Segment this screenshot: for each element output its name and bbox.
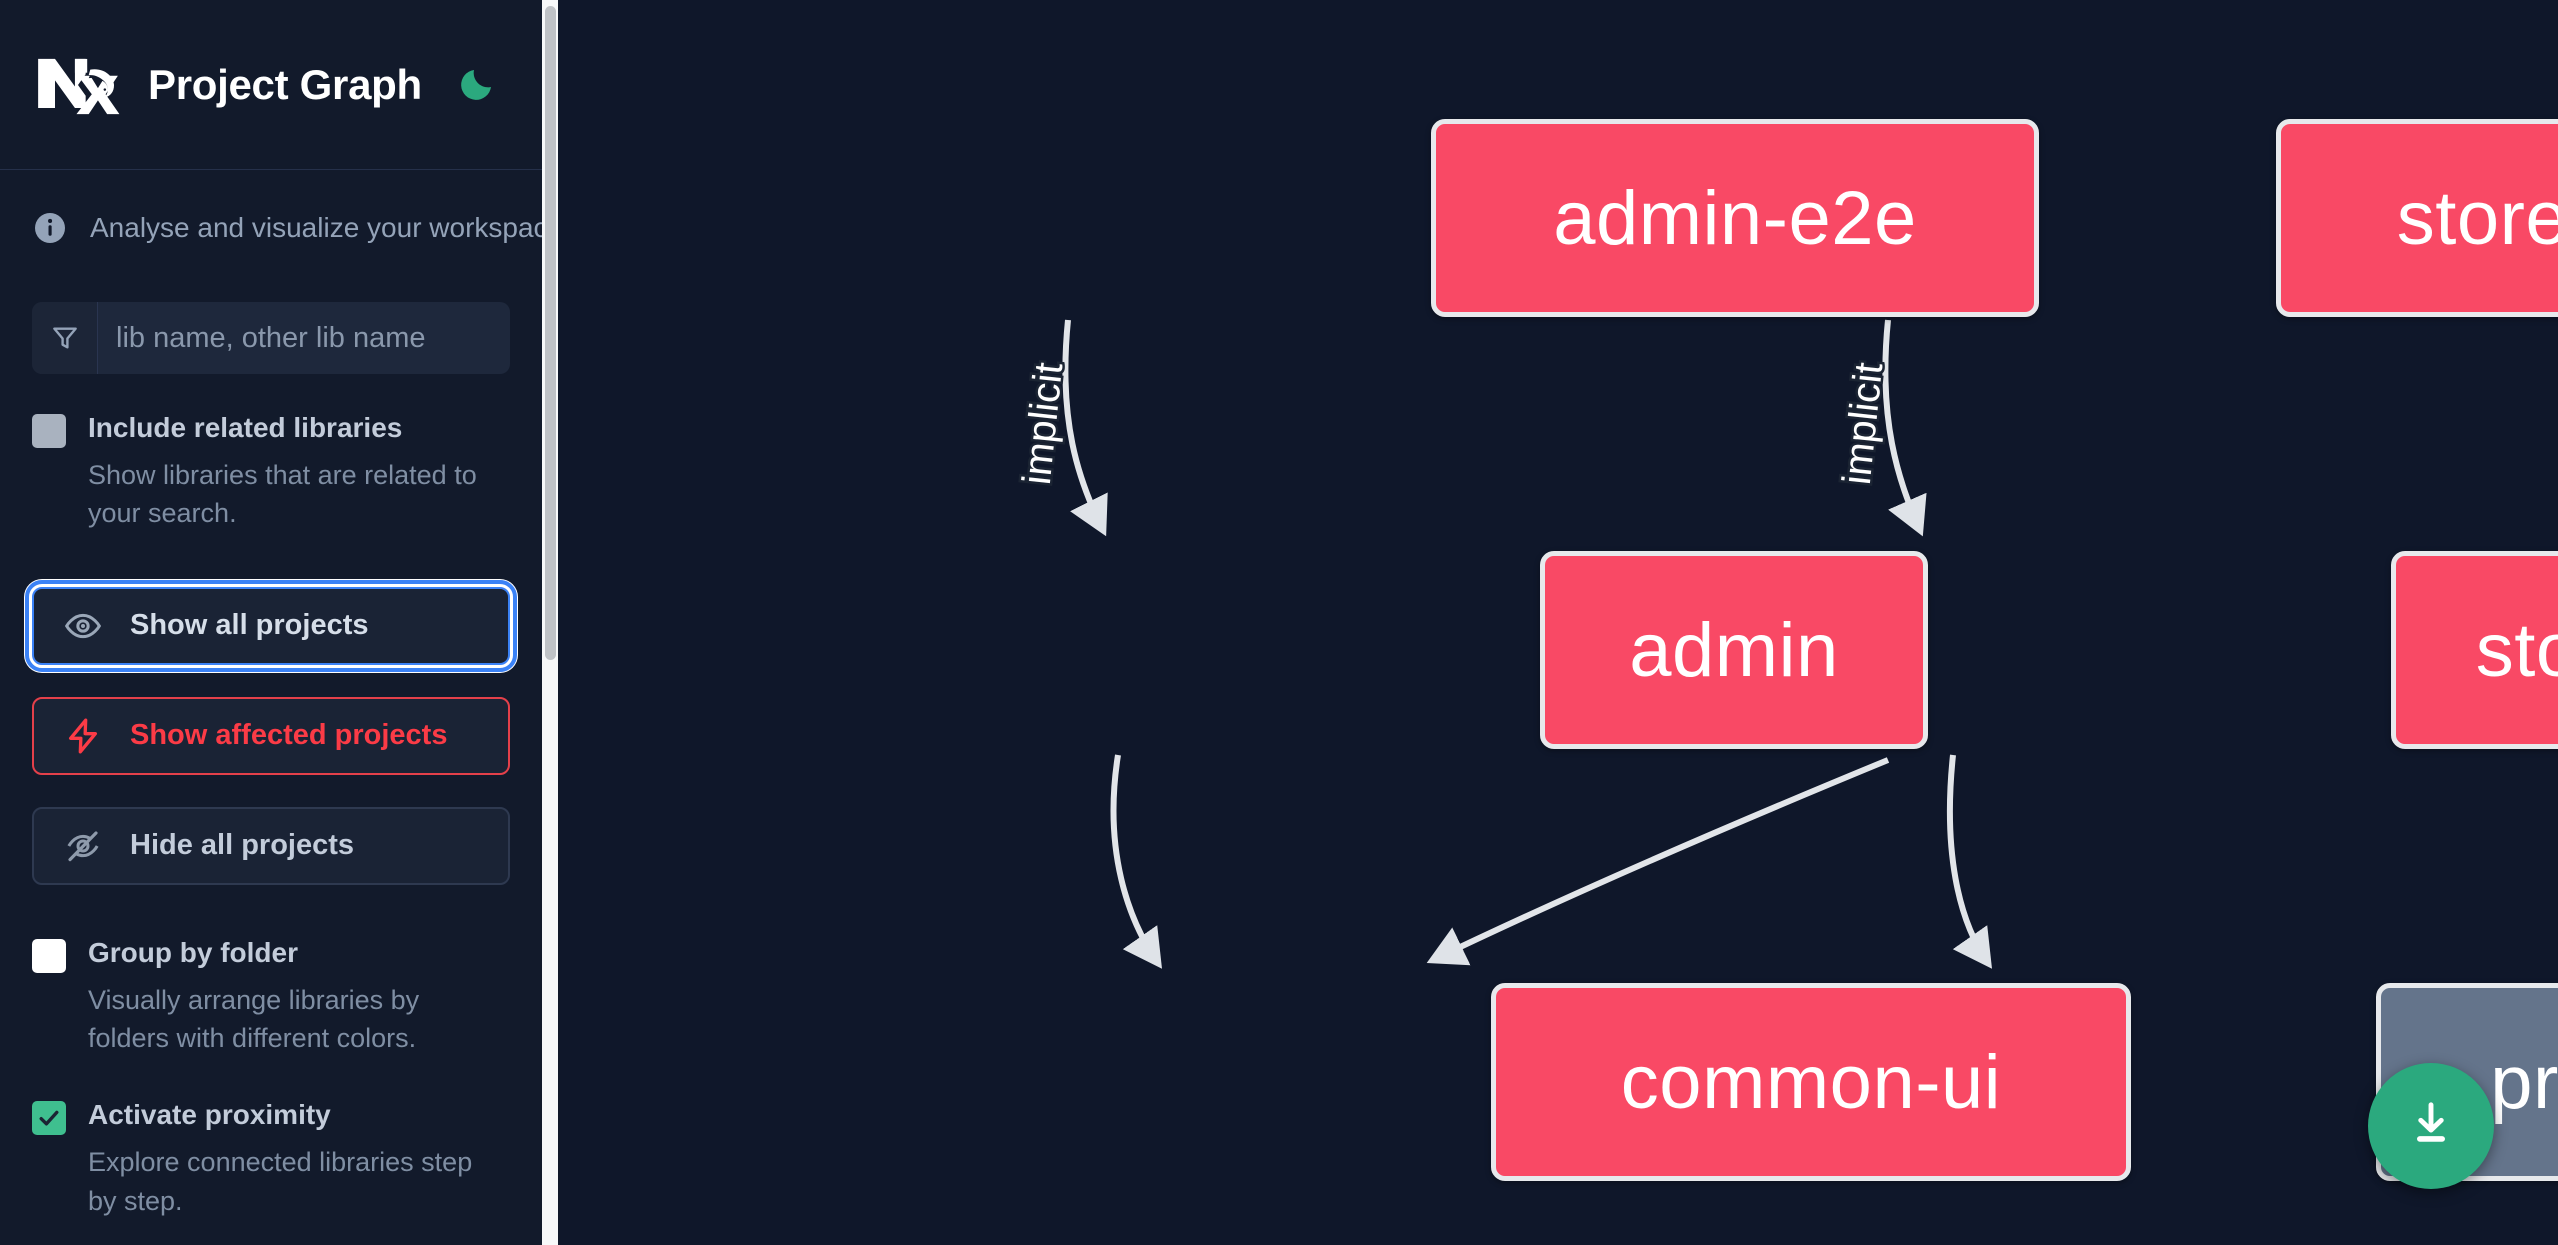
checkbox-include-related-libraries[interactable] [32,414,66,448]
option-label: Group by folder [88,936,298,968]
hide-all-projects-button[interactable]: Hide all projects [32,806,510,885]
option-description: Show libraries that are related to your … [88,460,477,529]
graph-canvas[interactable]: implicit implicit admin-e2e store-e2e ad… [558,0,2558,1245]
node-label: admin-e2e [1553,175,1917,261]
search-input[interactable] [98,302,510,374]
checkbox-group-by-folder[interactable] [32,938,66,973]
graph-node-store-e2e[interactable]: store-e2e [2276,119,2558,317]
option-description: Visually arrange libraries by folders wi… [88,984,420,1053]
edge-store-to-products [1946,754,1993,969]
sidebar-scrollbar-thumb[interactable] [545,6,556,660]
graph-edges-layer: implicit implicit [1012,319,1993,969]
option-label: Activate proximity [88,1099,331,1131]
edge-admin-e2e-to-admin [1062,319,1108,537]
show-affected-projects-button[interactable]: Show affected projects [32,696,510,775]
edge-store-e2e-to-store [1882,319,1927,537]
edge-store-to-common-ui [1426,757,1890,966]
node-label: admin [1629,607,1839,693]
info-icon [32,210,68,246]
lightning-icon [62,715,104,757]
sidebar: Project Graph Analyse and visualize yo [0,0,558,1245]
button-label: Show affected projects [130,719,448,752]
button-label: Hide all projects [130,829,355,862]
node-label: store [2475,607,2558,693]
edge-label-implicit-store: implicit [1835,361,1892,487]
graph-node-admin-e2e[interactable]: admin-e2e [1431,119,2039,317]
node-label: products [2490,1039,2558,1125]
edge-admin-to-common-ui [1110,754,1163,969]
checkbox-activate-proximity[interactable] [32,1101,66,1136]
moon-icon[interactable] [454,63,498,107]
graph-node-store[interactable]: store [2391,551,2558,749]
option-include-related-libraries: Include related libraries Show libraries… [0,410,542,533]
option-description: Explore connected libraries step by step… [88,1147,473,1216]
sidebar-scrollbar[interactable] [542,0,558,1245]
graph-node-common-ui[interactable]: common-ui [1491,983,2131,1181]
funnel-icon [32,302,98,374]
option-activate-proximity: Activate proximity Explore connected lib… [0,1097,542,1220]
button-label: Show all projects [130,609,369,642]
action-buttons: Show all projects Show affected projects [0,579,542,885]
nx-logo-icon [32,54,124,116]
node-label: store-e2e [2396,175,2558,261]
filter-bar [32,302,510,374]
sidebar-scroll-area: Project Graph Analyse and visualize yo [0,0,542,1245]
option-group-by-folder: Group by folder Visually arrange librari… [0,935,542,1058]
option-label: Include related libraries [88,412,403,443]
download-graph-button[interactable] [2368,1063,2494,1189]
tagline: Analyse and visualize your workspace. [0,170,542,246]
sidebar-header: Project Graph [0,0,542,170]
download-icon [2403,1096,2459,1157]
eye-off-icon [62,825,104,867]
page-title: Project Graph [148,60,422,108]
show-all-projects-button[interactable]: Show all projects [25,579,517,672]
tagline-text: Analyse and visualize your workspace. [90,212,542,243]
node-label: common-ui [1620,1039,2002,1125]
graph-node-admin[interactable]: admin [1540,551,1928,749]
edge-label-implicit-admin: implicit [1015,361,1072,487]
eye-icon [62,605,104,647]
